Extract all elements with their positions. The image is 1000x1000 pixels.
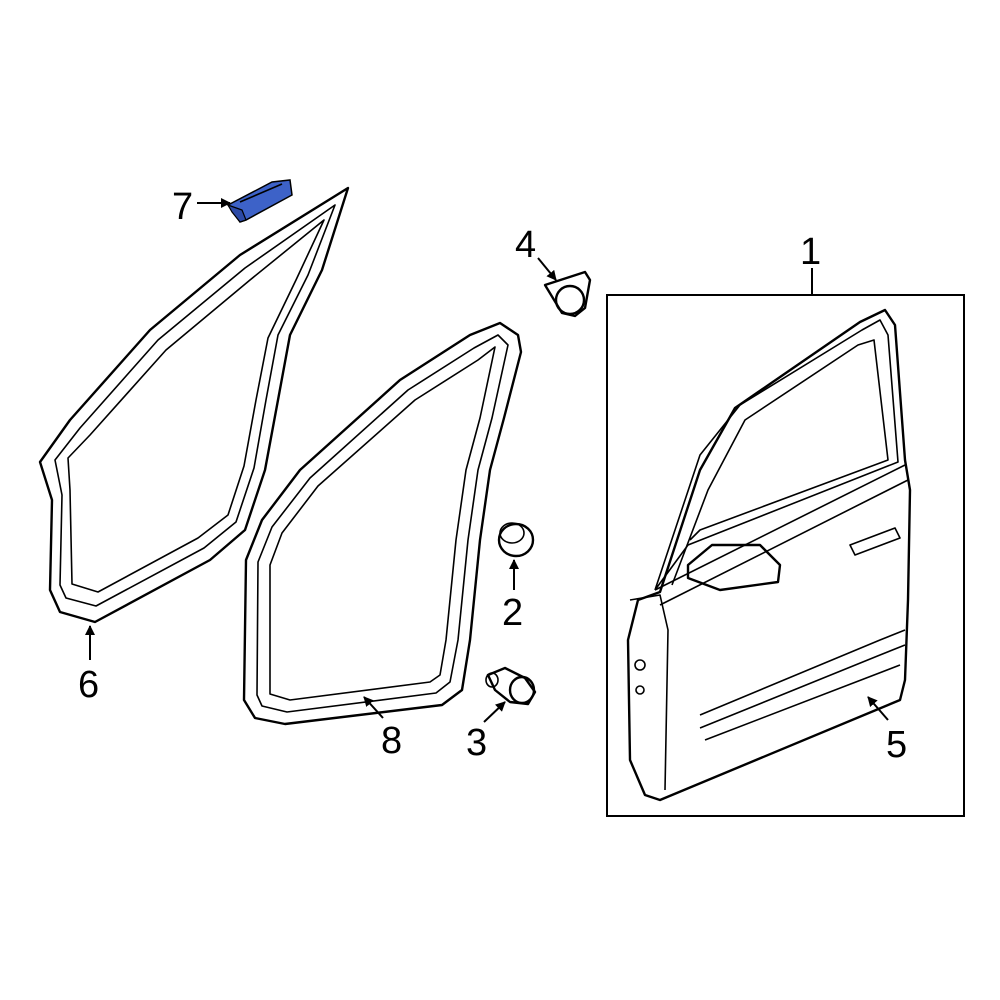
part-1-door[interactable]: [626, 308, 912, 802]
callout-6: 6: [78, 664, 99, 706]
callout-4: 4: [515, 224, 536, 266]
part-8-weatherstrip[interactable]: [242, 321, 523, 726]
callout-1: 1: [800, 231, 821, 273]
callout-3: 3: [466, 722, 487, 764]
part-2-plug[interactable]: [497, 522, 535, 558]
callout-5: 5: [886, 724, 907, 766]
callout-4-arrow: [537, 257, 557, 281]
callout-8-arrow: [363, 696, 384, 719]
callout-5-arrow: [867, 696, 889, 721]
callout-8: 8: [381, 720, 402, 762]
part-6-weatherstrip[interactable]: [38, 186, 350, 624]
part-3-bumper[interactable]: [485, 666, 537, 706]
callout-7: 7: [172, 186, 193, 228]
part-7-clip[interactable]: [226, 179, 293, 223]
callout-2: 2: [502, 592, 523, 634]
part-4-cap[interactable]: [543, 270, 592, 318]
part-1-box: [606, 294, 965, 817]
callout-3-arrow: [483, 701, 506, 723]
